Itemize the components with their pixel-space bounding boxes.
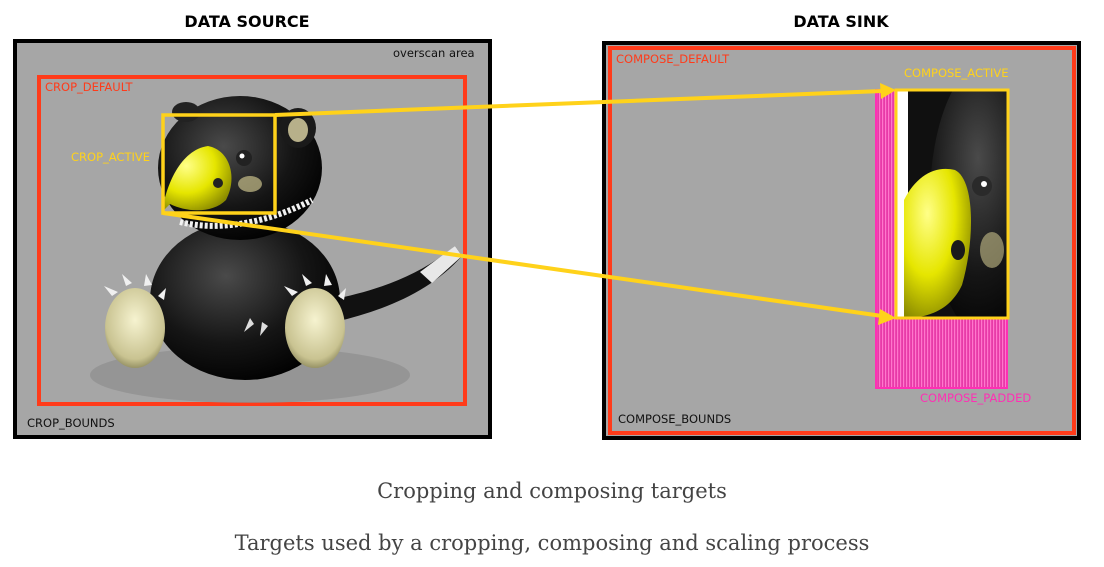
data-sink-title: DATA SINK xyxy=(793,12,889,31)
crop-default-rect xyxy=(37,75,467,406)
compose-padded-label: COMPOSE_PADDED xyxy=(920,391,1032,405)
bottom-mapping-arrow xyxy=(162,211,883,318)
figure-description: Targets used by a cropping, composing an… xyxy=(234,531,870,555)
compose-bounds-label: COMPOSE_BOUNDS xyxy=(618,412,732,426)
crop-active-rect xyxy=(161,113,277,215)
compose-active-rect xyxy=(894,88,1010,320)
data-source-title: DATA SOURCE xyxy=(184,12,310,31)
compose-default-rect xyxy=(608,46,1076,435)
figure-caption: Cropping and composing targets xyxy=(377,479,727,503)
data-source-panel xyxy=(13,39,492,439)
compose-default-label: COMPOSE_DEFAULT xyxy=(616,52,730,66)
data-sink-panel xyxy=(602,41,1081,440)
bottom-arrow-head xyxy=(878,309,896,325)
composed-image xyxy=(896,90,1008,318)
overscan-area-label: overscan area xyxy=(393,46,475,60)
crop-active-label: CROP_ACTIVE xyxy=(71,150,151,164)
crop-default-label: CROP_DEFAULT xyxy=(45,80,133,94)
top-arrow-head xyxy=(880,83,896,99)
crop-bounds-label: CROP_BOUNDS xyxy=(27,416,115,430)
compose-active-label: COMPOSE_ACTIVE xyxy=(904,66,1009,80)
top-mapping-arrow xyxy=(274,89,883,117)
mapping-arrows xyxy=(162,83,896,325)
mascot-image xyxy=(90,96,462,403)
